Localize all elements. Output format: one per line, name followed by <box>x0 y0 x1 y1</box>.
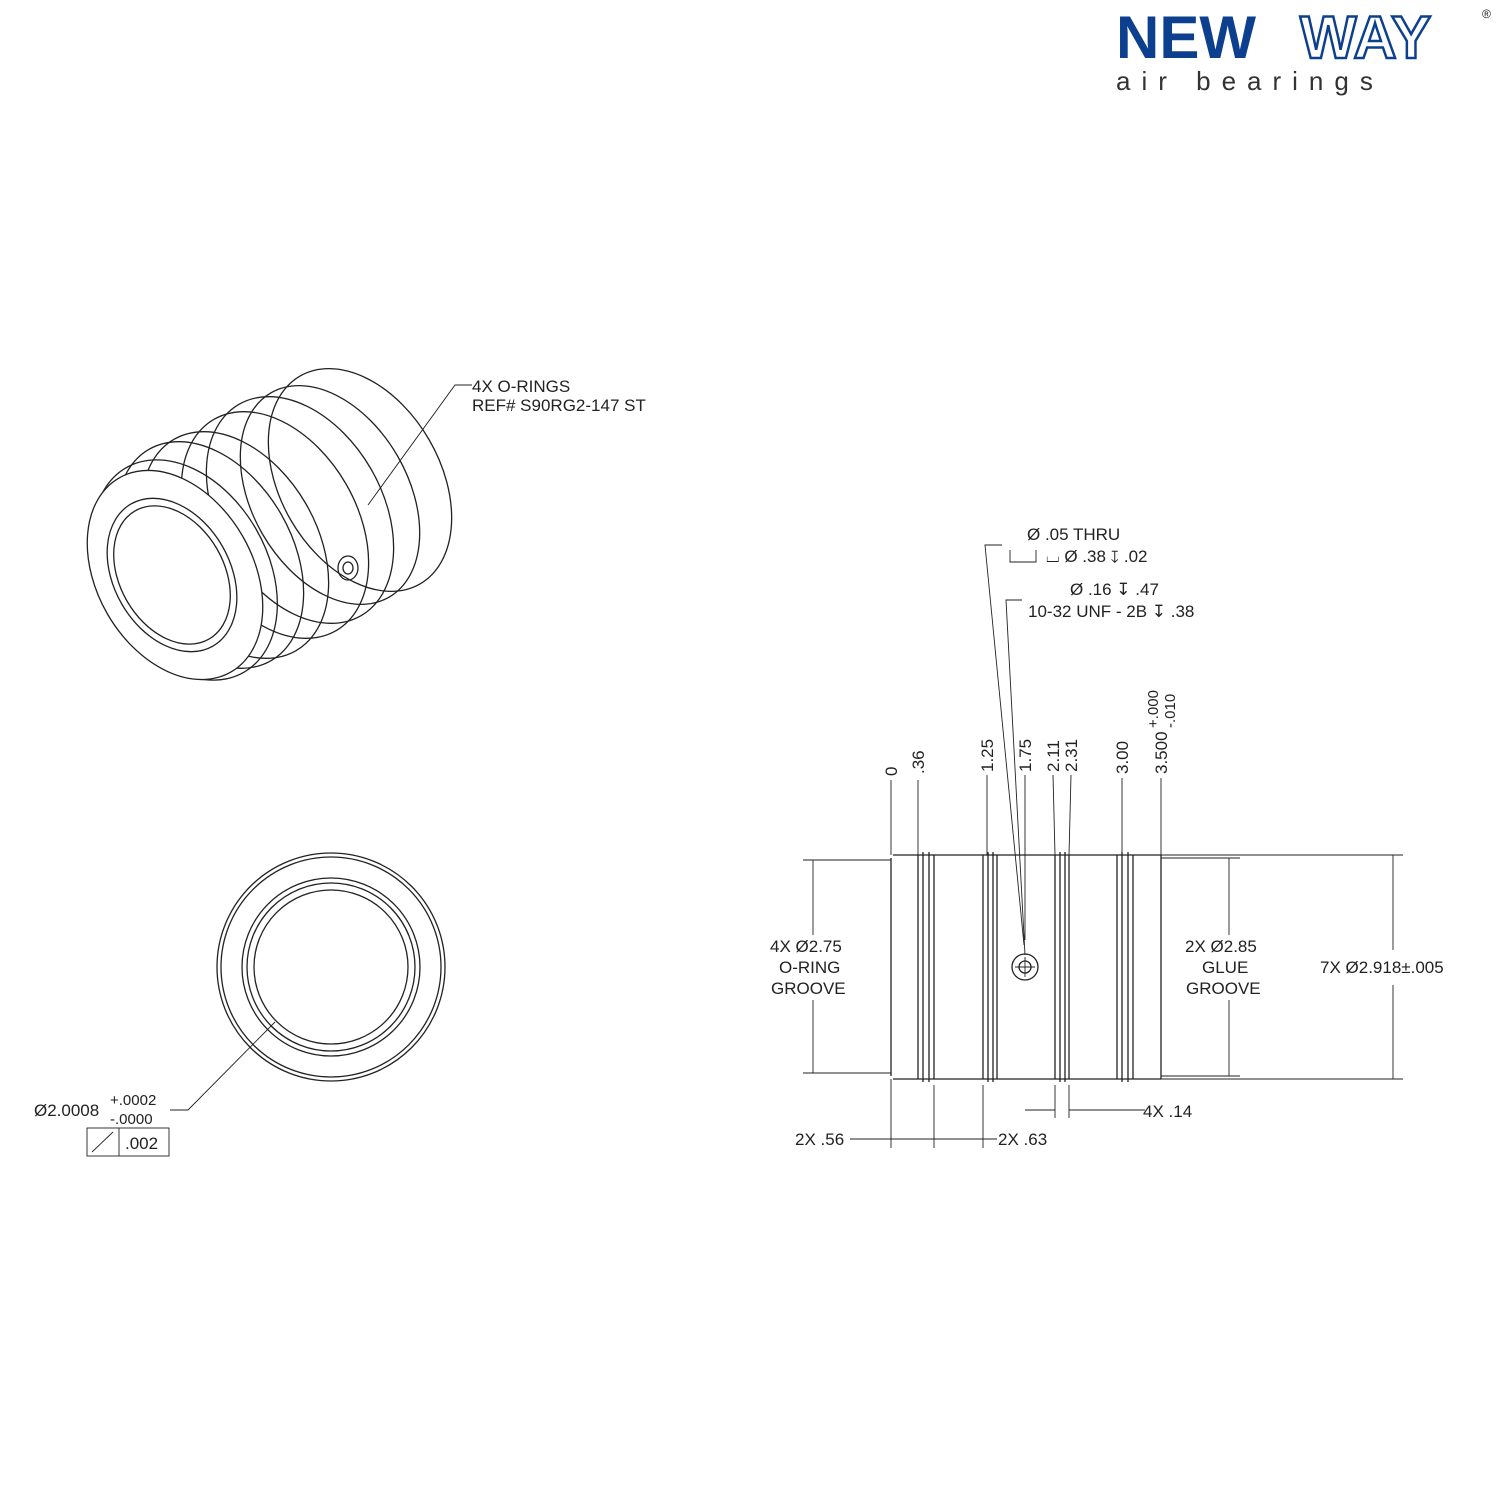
ordinate-labels: 0 .36 1.25 1.75 2.11 2.31 3.00 3.500 +.0… <box>882 690 1179 776</box>
newway-logo: NEW WAY ® air bearings <box>1116 3 1491 96</box>
hole2-callout-1: Ø .16 ↧ .47 <box>1070 580 1159 599</box>
hole1-callout-2: ⌴ Ø .38 ↧ .02 <box>1046 547 1147 566</box>
runout-frame <box>86 1127 170 1157</box>
ordinate-300: 3.00 <box>1113 741 1132 774</box>
oring-callout-2: REF# S90RG2-147 ST <box>472 396 646 415</box>
ordinate-3500: 3.500 <box>1152 731 1171 774</box>
oring-groove-2: O-RING <box>779 958 840 977</box>
bore-tol-plus: +.0002 <box>110 1092 156 1109</box>
od-dimension: 7X Ø2.918±.005 <box>1320 958 1444 977</box>
ordinate-tol-minus: -.010 <box>1162 694 1179 728</box>
ordinate-175: 1.75 <box>1016 739 1035 772</box>
oring-groove-1: 4X Ø2.75 <box>770 937 842 956</box>
end-view: Ø2.0008 +.0002 -.0000 .002 <box>34 852 446 1157</box>
ordinate-tol-plus: +.000 <box>1145 690 1162 728</box>
ordinate-125: 1.25 <box>978 739 997 772</box>
ordinate-0: 0 <box>882 767 901 776</box>
ordinate-036: .36 <box>909 750 928 774</box>
oring-leader <box>367 384 472 506</box>
logo-tagline: air bearings <box>1116 66 1384 96</box>
oring-callout-1: 4X O-RINGS <box>472 377 570 396</box>
width-063: 2X .63 <box>998 1130 1047 1149</box>
bore-diameter: Ø2.0008 <box>34 1101 99 1120</box>
logo-brand-way: WAY <box>1300 4 1431 71</box>
runout-arrow-icon <box>91 1131 114 1153</box>
runout-value: .002 <box>125 1134 158 1153</box>
ordinate-231: 2.31 <box>1062 739 1081 772</box>
bore-tol-minus: -.0000 <box>110 1111 153 1128</box>
hole1-callout-1: Ø .05 THRU <box>1027 525 1120 544</box>
glue-groove-2: GLUE <box>1202 958 1248 977</box>
side-view: 0 .36 1.25 1.75 2.11 2.31 3.00 3.500 +.0… <box>770 525 1444 1149</box>
width-056: 2X .56 <box>795 1130 844 1149</box>
ordinate-211: 2.11 <box>1044 740 1063 772</box>
hole2-callout-2: 10-32 UNF - 2B ↧ .38 <box>1028 602 1194 621</box>
isometric-view: 4X O-RINGS REF# S90RG2-147 ST <box>86 367 646 681</box>
logo-brand-new: NEW <box>1116 4 1256 71</box>
glue-groove-1: 2X Ø2.85 <box>1185 937 1257 956</box>
oring-groove-3: GROOVE <box>771 979 846 998</box>
glue-groove-3: GROOVE <box>1186 979 1261 998</box>
logo-registered: ® <box>1482 7 1491 21</box>
width-014: 4X .14 <box>1143 1102 1192 1121</box>
